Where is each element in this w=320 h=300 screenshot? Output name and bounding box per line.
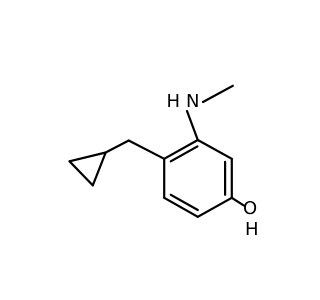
chemical-structure-canvas: H N O H [68,84,259,240]
atom-label-layer: H N O H [167,91,259,240]
ring-to-hydroxyl-bond [230,196,245,207]
amine-to-methyl-bond [201,84,234,104]
bond-layer [68,84,245,218]
ring-bond-bottom-right [196,196,233,218]
cyclopropyl-bond-left [68,151,107,163]
methylene-to-ring-bond [127,139,166,160]
amine-hydrogen-label: H [167,91,181,112]
ring-double-bond-top-inner [169,145,199,163]
ring-bond-upper-right [163,138,199,160]
chemical-structure-diagram: H N O H [68,84,259,240]
ring-to-amine-bond [185,109,199,142]
amine-nitrogen-label: N [186,91,199,112]
hydroxyl-oxygen-label: O [243,198,257,219]
ring-bond-bottom-left [163,196,199,218]
ring-bond-right-top [196,138,233,160]
hydroxyl-hydrogen-label: H [245,219,259,240]
cyclopropyl-bond-bottom [68,160,94,187]
ring-double-bond-bottom-inner [169,193,199,212]
cyclopropyl-to-methylene-bond [104,139,130,154]
cyclopropyl-bond-right [91,151,107,187]
